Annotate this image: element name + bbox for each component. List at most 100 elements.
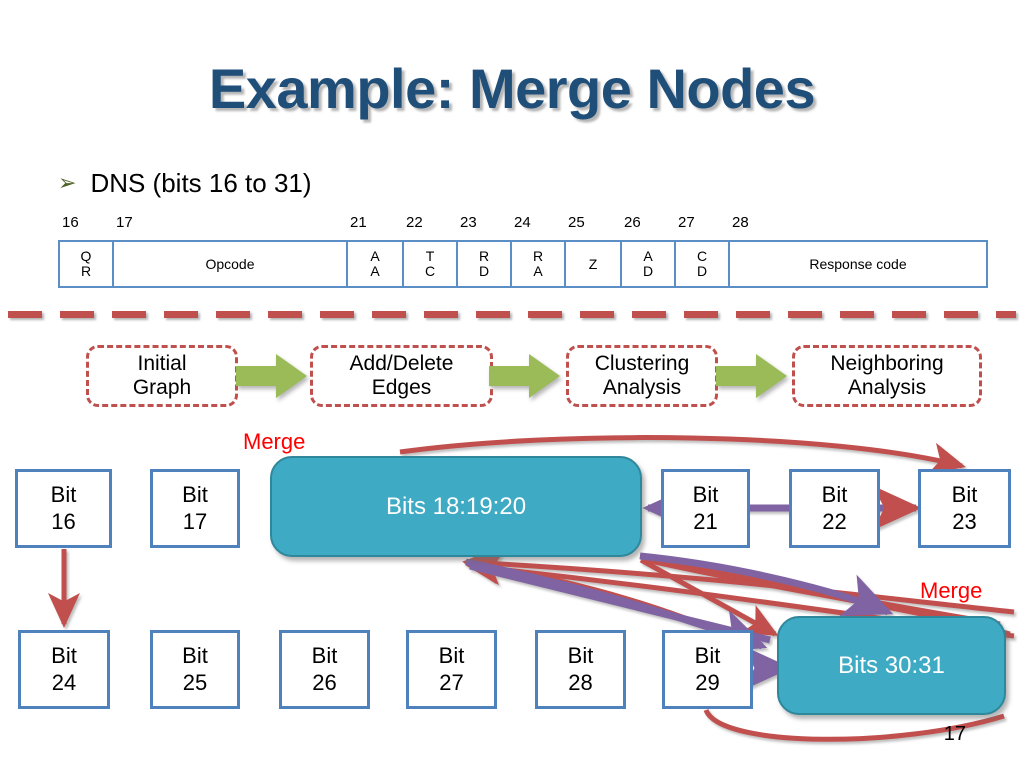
bitfield-cell-line1: Z	[588, 255, 598, 272]
bit-node-label: Bit	[182, 482, 208, 508]
pipeline-stage-line2: Analysis	[847, 376, 927, 399]
pipeline-stage-line1: Neighboring	[830, 351, 944, 375]
edge-merge18-merge30-purple	[639, 552, 894, 616]
bit-node-number: 26	[312, 669, 337, 695]
bitfield-tick-label: 16	[62, 214, 79, 231]
bit-node-number: 16	[51, 508, 76, 534]
bit-node-label: Bit	[692, 482, 719, 508]
pipeline-stage-line2: Graph	[132, 376, 192, 399]
section-divider	[8, 311, 1016, 318]
bit-node-number: 17	[182, 508, 208, 534]
merge-annotation-label: Merge	[243, 429, 306, 454]
pipeline-stage-line2: Edges	[371, 376, 432, 399]
merged-bit-node[interactable]: Bits 30:31	[777, 616, 1006, 715]
pipeline-arrow-icon	[716, 353, 788, 399]
bitfield-tick-label: 27	[678, 214, 695, 231]
bit-node-label: Bit	[50, 482, 77, 508]
bitfield-cell-line2: D	[642, 263, 654, 279]
bit-node-number: 27	[439, 669, 464, 695]
pipeline-arrow-icon	[236, 353, 308, 399]
slide-number: 17	[943, 723, 966, 745]
bitfield-cell-line2: R	[80, 263, 92, 279]
pipeline-stage-line1: Clustering	[594, 351, 690, 375]
bit-node-label: Bit	[694, 643, 721, 669]
bullet-arrow-icon: ➢	[58, 169, 77, 195]
bitfield-cell-line2: A	[370, 263, 380, 279]
bit-node-number: 28	[568, 669, 593, 695]
bitfield-tick-label: 25	[568, 214, 585, 231]
pipeline-stage-line1: Add/Delete	[349, 351, 454, 375]
bitfield-tick-label: 28	[732, 214, 749, 231]
bitfield-cell-line2: D	[478, 263, 490, 279]
merge-annotation-label: Merge	[920, 578, 983, 603]
bit-node-label: Bit	[51, 643, 77, 669]
bit-node-number: 25	[182, 669, 208, 695]
bit-node-label: Bit	[567, 643, 594, 669]
bitfield-cell-line1: A	[370, 248, 380, 265]
bit-node-label: Bit	[182, 643, 208, 669]
bit-node-label: Bit	[438, 643, 465, 669]
bit-node-label: Bit	[951, 482, 978, 508]
bitfield-cell-line1: Q	[80, 248, 92, 265]
bitfield-tick-label: 23	[460, 214, 477, 231]
bitfield-cell-line2: A	[533, 263, 543, 279]
merged-bit-node[interactable]: Bits 18:19:20	[270, 456, 642, 557]
pipeline-stage-line2: Analysis	[602, 376, 682, 399]
bitfield-cell-line2: C	[424, 263, 436, 279]
edge-merge18-bit29-a	[639, 557, 779, 637]
bit-node-number: 21	[693, 508, 718, 534]
bullet-line: ➢ DNS (bits 16 to 31)	[58, 168, 312, 199]
merged-bit-node-label: Bits 18:19:20	[385, 492, 527, 520]
bitfield-tick-label: 22	[406, 214, 423, 231]
bit-node-label: Bit	[821, 482, 848, 508]
bitfield-tick-label: 26	[624, 214, 641, 231]
bullet-text: DNS (bits 16 to 31)	[90, 168, 312, 198]
bit-node-number: 22	[822, 508, 847, 534]
bitfield-cell-line1: Response code	[809, 255, 907, 272]
pipeline-stage-line1: Initial	[137, 351, 187, 375]
pipeline-arrow-icon	[489, 353, 561, 399]
bitfield-tick-label: 17	[116, 214, 133, 231]
bit-node-label: Bit	[311, 643, 338, 669]
bitfield-cell-line1: Opcode	[205, 255, 255, 272]
bit-node-number: 29	[695, 669, 720, 695]
merged-bit-node-label: Bits 30:31	[838, 651, 945, 679]
bitfield-cell-line2: D	[696, 263, 708, 279]
page-title: Example: Merge Nodes	[208, 57, 816, 120]
bitfield-cell-line1: R	[532, 248, 544, 265]
bitfield-cell-line1: A	[643, 248, 653, 265]
bit-node-number: 24	[51, 669, 77, 695]
bitfield-tick-label: 21	[350, 214, 367, 231]
bit-node-number: 23	[952, 508, 977, 534]
bitfield-cell-line1: T	[425, 248, 435, 265]
bitfield-cell-line1: R	[478, 248, 490, 265]
bitfield-tick-label: 24	[514, 214, 531, 231]
